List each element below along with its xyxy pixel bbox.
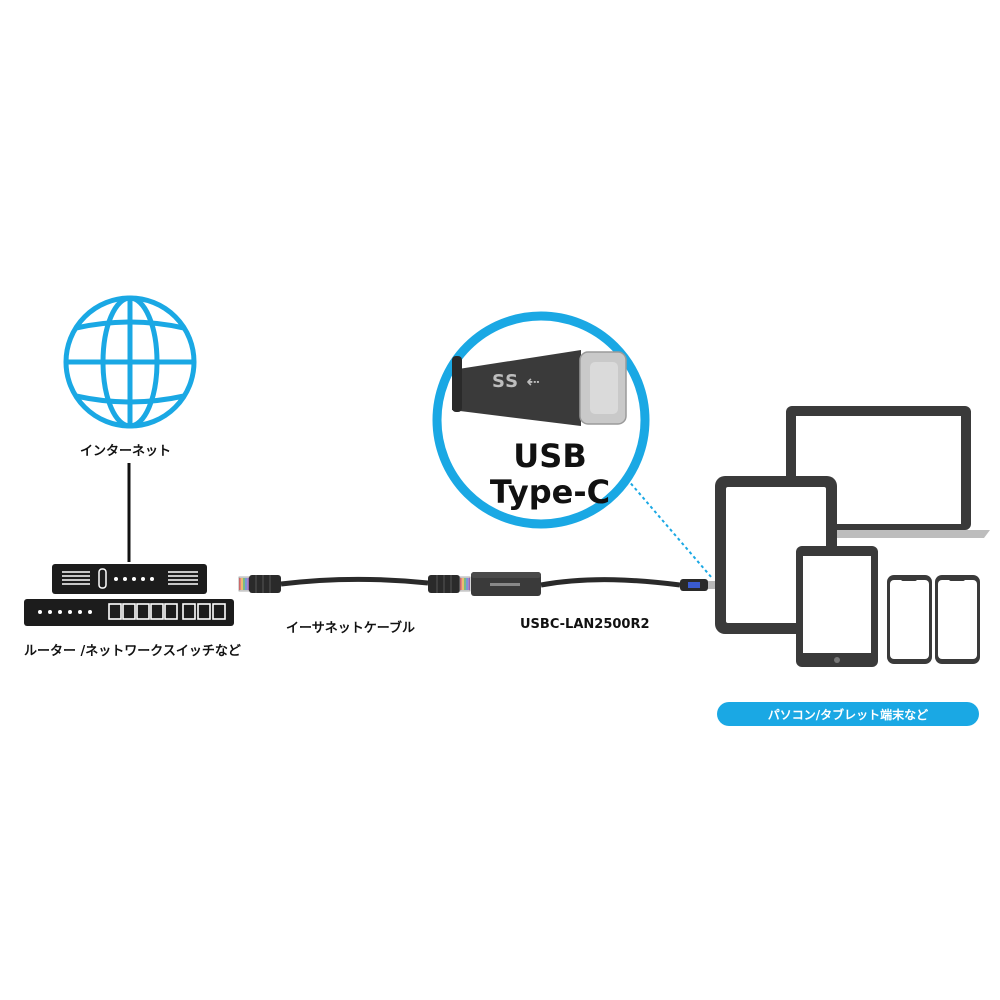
globe-icon bbox=[63, 295, 197, 429]
small-tablet-icon bbox=[796, 546, 878, 667]
phone-icon bbox=[887, 575, 932, 664]
internet-label: インターネット bbox=[80, 444, 172, 459]
phone-icon-2 bbox=[935, 575, 980, 664]
ethernet-cable-label: イーサネットケーブル bbox=[286, 621, 415, 636]
ss-usb-logo: SS ⇠ bbox=[492, 371, 541, 392]
zoom-line-typec: Type-C bbox=[489, 473, 611, 511]
zoom-callout bbox=[432, 311, 713, 579]
adapter-icon bbox=[471, 572, 716, 596]
usb-trident-icon: ⇠ bbox=[526, 372, 541, 391]
usb-c-connector-icon bbox=[452, 350, 627, 426]
product-label: USBC-LAN2500R2 bbox=[520, 617, 650, 632]
laptop-icon bbox=[770, 406, 990, 538]
router-icon bbox=[52, 564, 207, 594]
router-label: ルーター /ネットワークスイッチなど bbox=[24, 644, 241, 659]
zoom-line-usb: USB bbox=[513, 437, 587, 475]
zoom-callout-text: USB Type-C bbox=[440, 438, 660, 510]
cable-icon bbox=[238, 575, 471, 593]
devices-label: パソコン/タブレット端末など bbox=[717, 702, 979, 726]
ss-logo-text: SS bbox=[492, 371, 520, 392]
switch-icon bbox=[24, 599, 234, 626]
